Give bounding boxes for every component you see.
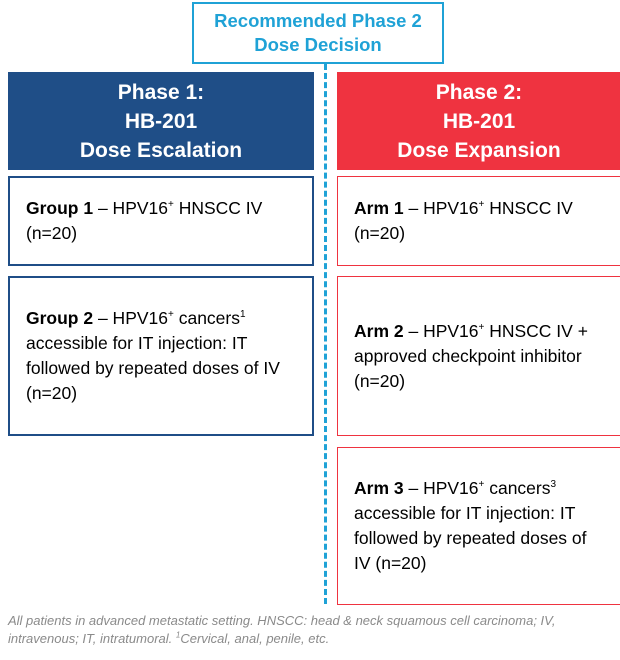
footnote-text-b: Cervical, anal, penile, etc.: [180, 631, 330, 646]
arm3-card: Arm 3 – HPV16+ cancers3 accessible for I…: [337, 447, 620, 605]
arm3-sup-a: +: [478, 479, 485, 491]
arm3-sup-b: 3: [550, 479, 557, 491]
phase-divider: [324, 64, 327, 604]
group2-text-a: – HPV16: [93, 308, 168, 328]
footnote-text-a: All patients in advanced metastatic sett…: [8, 613, 556, 646]
phase2-header-line1: Phase 2:: [435, 80, 523, 104]
arm3-text-b: cancers: [484, 478, 551, 498]
footnote-sup: 1: [175, 630, 181, 640]
arm3-text-c: accessible for IT injection: IT followed…: [354, 503, 587, 573]
arm3-text-a: – HPV16: [403, 478, 479, 498]
phase1-header-line1: Phase 1:: [117, 80, 205, 104]
group2-sup-a: +: [168, 309, 174, 321]
arm2-card: Arm 2 – HPV16+ HNSCC IV + approved check…: [337, 276, 620, 436]
group1-text-a: – HPV16: [93, 198, 168, 218]
arm3-title: Arm 3: [354, 478, 404, 498]
arm3-text: Arm 3 – HPV16+ cancers3 accessible for I…: [354, 476, 606, 576]
group2-sup-b: 1: [239, 309, 246, 321]
arm1-text: Arm 1 – HPV16+ HNSCC IV (n=20): [354, 196, 606, 246]
top-box-line2: Dose Decision: [254, 34, 382, 55]
group1-text-b: HNSCC IV (n=20): [26, 198, 263, 243]
group2-text-c: accessible for IT injection: IT followed…: [26, 333, 280, 403]
arm2-text-b: HNSCC IV + approved checkpoint inhibitor…: [354, 320, 588, 391]
group2-title: Group 2: [26, 308, 94, 328]
group2-text: Group 2 – HPV16+ cancers1 accessible for…: [26, 306, 298, 406]
top-box-line1: Recommended Phase 2: [214, 10, 422, 31]
phase2-header-line3: Dose Expansion: [397, 138, 561, 162]
arm2-sup-a: +: [478, 321, 485, 333]
footnote: All patients in advanced metastatic sett…: [8, 612, 616, 648]
arm1-title: Arm 1: [354, 198, 404, 218]
group1-card: Group 1 – HPV16+ HNSCC IV (n=20): [8, 176, 314, 266]
phase2-header: Phase 2: HB-201 Dose Expansion: [337, 72, 620, 170]
group1-title: Group 1: [26, 198, 94, 218]
phase1-header: Phase 1: HB-201 Dose Escalation: [8, 72, 314, 170]
arm2-text: Arm 2 – HPV16+ HNSCC IV + approved check…: [354, 319, 606, 394]
phase1-header-line3: Dose Escalation: [79, 138, 243, 162]
arm2-title: Arm 2: [354, 320, 404, 341]
arm2-text-a: – HPV16: [403, 320, 479, 341]
group2-card: Group 2 – HPV16+ cancers1 accessible for…: [8, 276, 314, 436]
arm1-text-a: – HPV16: [403, 198, 479, 218]
phase2-header-line2: HB-201: [442, 109, 516, 133]
group1-sup-a: +: [168, 199, 174, 211]
arm1-card: Arm 1 – HPV16+ HNSCC IV (n=20): [337, 176, 620, 266]
recommended-phase2-box: Recommended Phase 2 Dose Decision: [192, 2, 444, 64]
group1-text: Group 1 – HPV16+ HNSCC IV (n=20): [26, 196, 298, 246]
arm1-text-b: HNSCC IV (n=20): [354, 198, 573, 243]
arm1-sup-a: +: [478, 199, 485, 211]
phase1-header-line2: HB-201: [124, 109, 198, 133]
group2-text-b: cancers: [173, 308, 240, 328]
